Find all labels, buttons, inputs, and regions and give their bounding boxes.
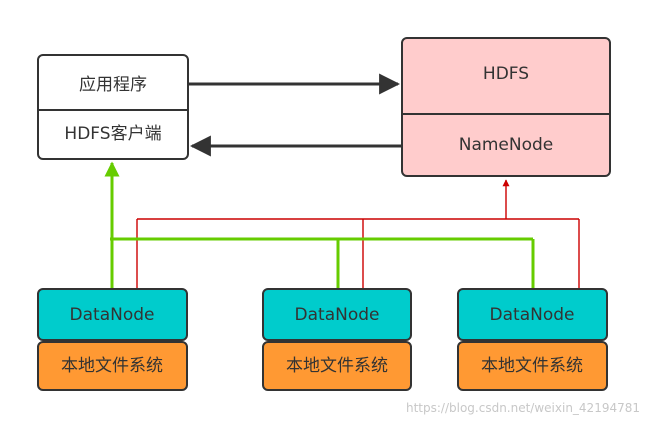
datanode-box [262, 288, 412, 341]
local-filesystem-box [262, 341, 412, 391]
hdfs-client-label: HDFS客户端 [64, 124, 161, 144]
local-filesystem-box [37, 341, 188, 391]
client-box-outline [37, 54, 189, 160]
hdfs-box-outline [401, 37, 611, 177]
datanode-box [457, 288, 608, 341]
watermark-url: https://blog.csdn.net/weixin_42194781 [406, 401, 640, 415]
green-connector-lines [104, 161, 535, 290]
hdfs-namenode-box: HDFS NameNode [401, 37, 611, 177]
local-filesystem-label: 本地文件系统 [61, 356, 163, 376]
datanode-box [37, 288, 188, 341]
local-filesystem-label: 本地文件系统 [481, 356, 583, 376]
local-filesystem-box [457, 341, 608, 391]
namenode-label: NameNode [459, 135, 554, 155]
hdfs-label: HDFS [483, 64, 529, 84]
datanode-group-2: DataNode 本地文件系统 [262, 288, 412, 391]
client-app-label: 应用程序 [79, 75, 147, 95]
datanode-label: DataNode [490, 305, 575, 325]
client-box: 应用程序 HDFS客户端 [37, 54, 189, 160]
datanode-label: DataNode [70, 305, 155, 325]
datanode-group-1: DataNode 本地文件系统 [37, 288, 188, 391]
datanode-group-3: DataNode 本地文件系统 [457, 288, 608, 391]
datanode-label: DataNode [295, 305, 380, 325]
local-filesystem-label: 本地文件系统 [286, 356, 388, 376]
red-connector-lines [136, 179, 580, 290]
